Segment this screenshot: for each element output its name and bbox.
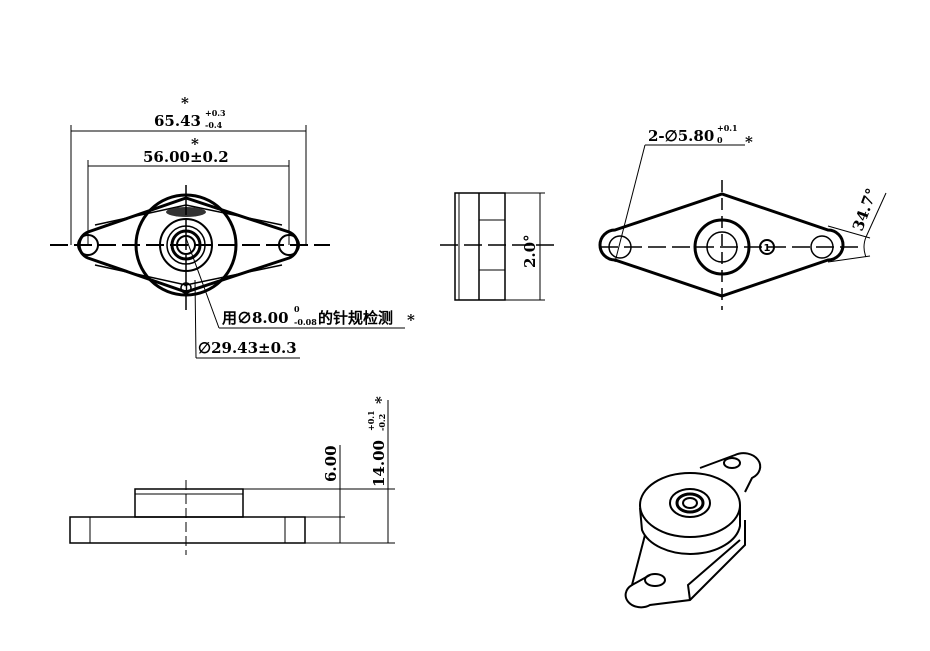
critical-mark: * xyxy=(191,135,199,153)
critical-mark: * xyxy=(181,94,189,112)
total-height: 14.00 xyxy=(370,440,388,487)
angle-value: 34.7° xyxy=(849,186,881,234)
top-view: 65.43 +0.3 -0.4 * 56.00±0.2 * 1 用∅8.00 0… xyxy=(50,94,415,359)
base-thickness: 6.00 xyxy=(322,445,340,482)
right-view: 1 2-∅5.80 +0.1 0 * 34.7° xyxy=(598,123,887,310)
critical-mark: * xyxy=(745,133,753,151)
boss-diameter: ∅29.43±0.3 xyxy=(198,339,297,357)
front-view: 6.00 14.00 +0.1 -0.2 * xyxy=(69,396,395,555)
tol-upper: +0.1 xyxy=(717,123,738,133)
bore-note-prefix: 用∅8.00 xyxy=(222,309,289,327)
tol-lower: 0 xyxy=(717,135,723,145)
isometric-view xyxy=(624,452,762,609)
critical-mark: * xyxy=(372,396,390,404)
flange-outline xyxy=(598,192,845,298)
bore-note-suffix: 的针规检测 xyxy=(318,309,393,327)
tol-lower: -0.4 xyxy=(205,120,223,130)
hole-spacing-value: 56.00±0.2 xyxy=(143,148,229,166)
overall-length-value: 65.43 xyxy=(154,112,201,130)
tol-lower: -0.08 xyxy=(294,317,317,327)
draft-angle: 2.0° xyxy=(521,234,539,268)
tol-upper: +0.3 xyxy=(205,108,226,118)
side-view: 2.0° xyxy=(440,192,560,301)
callout-number: 1 xyxy=(184,284,190,293)
tol-lower: -0.2 xyxy=(377,414,387,431)
tol-upper: 0 xyxy=(294,304,300,314)
callout-number: 1 xyxy=(764,243,771,254)
critical-mark: * xyxy=(407,311,415,329)
tol-upper: +0.1 xyxy=(366,410,376,431)
hole-diameter: 2-∅5.80 xyxy=(648,127,714,145)
